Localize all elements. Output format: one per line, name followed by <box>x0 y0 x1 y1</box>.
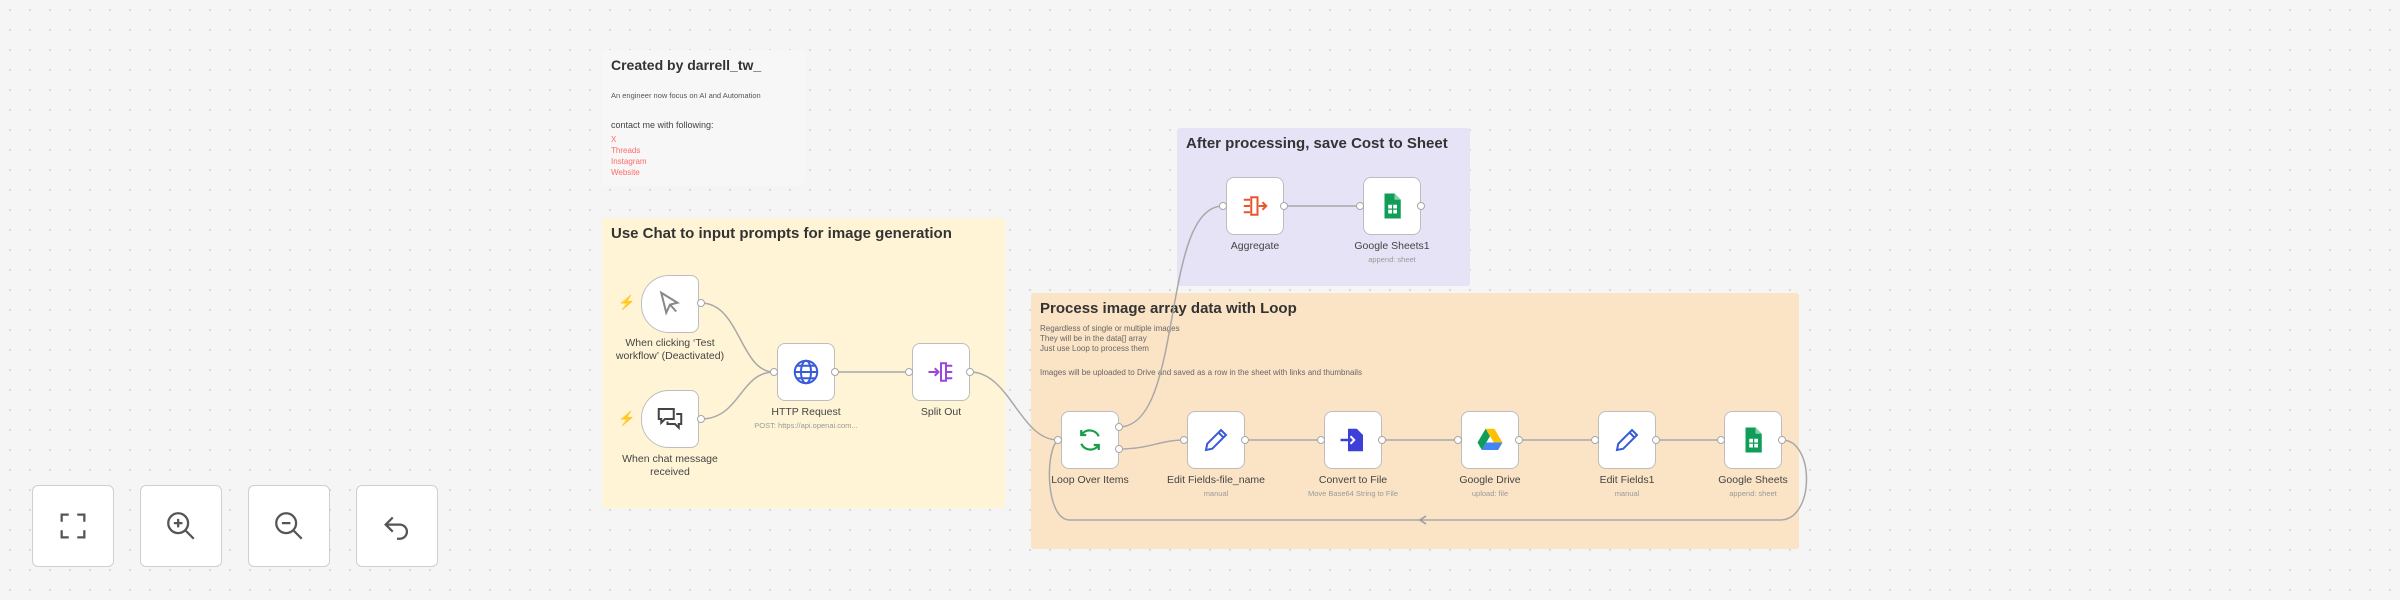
loop-desc-line-3: Just use Loop to process them <box>1040 344 1149 353</box>
google-drive-sublabel: upload: file <box>1471 489 1509 498</box>
aggregate-icon <box>1243 196 1268 216</box>
done-output-port[interactable] <box>1115 423 1123 431</box>
convert-to-file-node[interactable] <box>1324 411 1382 469</box>
zoom-out-button[interactable] <box>248 485 330 567</box>
input-port[interactable] <box>905 368 913 376</box>
contact-heading: contact me with following: <box>611 120 714 130</box>
google-sheets-icon <box>1384 193 1401 219</box>
output-port[interactable] <box>1778 436 1786 444</box>
trigger-bolt-icon: ⚡ <box>618 294 636 310</box>
loop-over-items-label: Loop Over Items <box>1051 474 1129 486</box>
input-port[interactable] <box>770 368 778 376</box>
output-port[interactable] <box>831 368 839 376</box>
input-port[interactable] <box>1591 436 1599 444</box>
zoom-out-icon <box>275 512 303 540</box>
edit-fields1-label: Edit Fields1 <box>1599 474 1655 486</box>
google-sheets1-sublabel: append: sheet <box>1368 255 1416 264</box>
aggregate-label: Aggregate <box>1230 240 1280 252</box>
output-port[interactable] <box>697 299 705 307</box>
manual-trigger-node[interactable] <box>641 275 699 333</box>
output-port[interactable] <box>1417 202 1425 210</box>
chat-trigger-label: When chat message received <box>622 453 718 478</box>
input-port[interactable] <box>1317 436 1325 444</box>
output-port[interactable] <box>1378 436 1386 444</box>
chat-sticky-title: Use Chat to input prompts for image gene… <box>611 225 952 242</box>
reset-zoom-button[interactable] <box>356 485 438 567</box>
trigger-bolt-icon: ⚡ <box>618 410 636 426</box>
link-threads[interactable]: Threads <box>611 146 641 155</box>
google-sheets1-node[interactable] <box>1363 177 1421 235</box>
edit-fields-file-name-label: Edit Fields-file_name <box>1166 474 1266 486</box>
http-request-node[interactable] <box>777 343 835 401</box>
split-out-label: Split Out <box>920 406 962 418</box>
output-port[interactable] <box>1652 436 1660 444</box>
google-sheets-icon <box>1745 427 1762 453</box>
http-request-label: HTTP Request <box>771 406 841 418</box>
convert-to-file-label: Convert to File <box>1318 474 1388 486</box>
undo-icon <box>384 516 408 540</box>
loop-desc-line-5: Images will be uploaded to Drive and sav… <box>1040 368 1362 377</box>
credit-title: Created by darrell_tw_ <box>611 57 762 73</box>
loop-desc-line-2: They will be in the data[] array <box>1040 334 1147 343</box>
google-sheets1-label: Google Sheets1 <box>1354 240 1430 252</box>
input-port[interactable] <box>1180 436 1188 444</box>
link-website[interactable]: Website <box>611 168 640 177</box>
convert-to-file-sublabel: Move Base64 String to File <box>1307 489 1399 498</box>
google-drive-label: Google Drive <box>1459 474 1521 486</box>
aggregate-node[interactable] <box>1226 177 1284 235</box>
split-out-node[interactable] <box>912 343 970 401</box>
edit-fields-file-name-sublabel: manual <box>1203 489 1229 498</box>
loop-sticky-note[interactable]: Process image array data with Loop Regar… <box>1031 293 1799 549</box>
credit-subtitle: An engineer now focus on AI and Automati… <box>611 91 761 100</box>
output-port[interactable] <box>697 415 705 423</box>
output-port[interactable] <box>966 368 974 376</box>
edit-fields1-sublabel: manual <box>1614 489 1640 498</box>
manual-trigger-label: When clicking ‘Test workflow’ (Deactivat… <box>615 337 725 362</box>
google-sheets-sublabel: append: sheet <box>1729 489 1777 498</box>
input-port[interactable] <box>1356 202 1364 210</box>
http-request-sublabel: POST: https://api.openai.com... <box>754 421 858 430</box>
link-instagram[interactable]: Instagram <box>611 157 647 166</box>
edit-fields-file-name-node[interactable] <box>1187 411 1245 469</box>
link-x[interactable]: X <box>611 135 617 144</box>
google-sheets-label: Google Sheets <box>1718 474 1788 486</box>
input-port[interactable] <box>1054 436 1062 444</box>
output-port[interactable] <box>1280 202 1288 210</box>
loop-sticky-title: Process image array data with Loop <box>1040 300 1297 317</box>
pencil-icon <box>1615 428 1639 452</box>
save-sticky-title: After processing, save Cost to Sheet <box>1186 135 1448 152</box>
chat-trigger-node[interactable] <box>641 390 699 448</box>
output-port[interactable] <box>1241 436 1249 444</box>
google-drive-node[interactable] <box>1461 411 1519 469</box>
input-port[interactable] <box>1219 202 1227 210</box>
fit-view-icon <box>60 513 86 539</box>
cursor-icon <box>659 290 681 316</box>
pencil-icon <box>1204 428 1228 452</box>
file-convert-icon <box>1340 428 1363 452</box>
loop-over-items-node[interactable] <box>1061 411 1119 469</box>
globe-icon <box>793 359 819 385</box>
google-sheets-node[interactable] <box>1724 411 1782 469</box>
credit-sticky-note[interactable]: Created by darrell_tw_ An engineer now f… <box>602 50 805 186</box>
loop-icon <box>1080 429 1100 451</box>
loop-desc-line-1: Regardless of single or multiple images <box>1040 324 1180 333</box>
fit-view-button[interactable] <box>32 485 114 567</box>
input-port[interactable] <box>1717 436 1725 444</box>
edit-fields1-node[interactable] <box>1598 411 1656 469</box>
output-port[interactable] <box>1515 436 1523 444</box>
zoom-in-button[interactable] <box>140 485 222 567</box>
google-drive-icon <box>1477 428 1503 450</box>
chat-icon <box>657 408 683 431</box>
input-port[interactable] <box>1454 436 1462 444</box>
split-icon <box>928 362 953 382</box>
zoom-in-icon <box>167 512 195 540</box>
loop-output-port[interactable] <box>1115 445 1123 453</box>
